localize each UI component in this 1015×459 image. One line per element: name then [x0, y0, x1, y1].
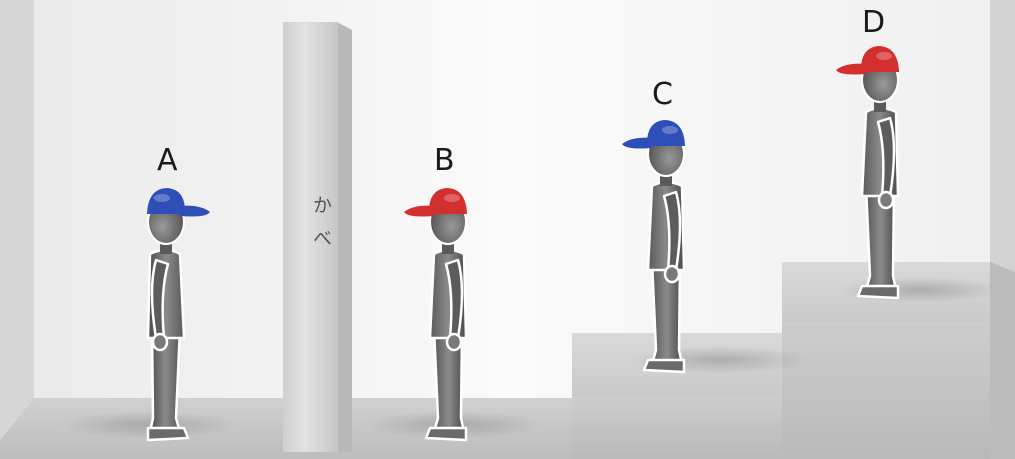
left-side-wall [0, 0, 34, 440]
person-a-shoes [148, 428, 188, 440]
label-c: C [652, 80, 673, 110]
person-d-shoes [858, 286, 898, 298]
person-d-hand [879, 192, 893, 208]
person-b-cap-highlight [444, 194, 460, 202]
step-high-front [782, 322, 990, 459]
pillar-side [337, 22, 352, 452]
label-b: B [434, 146, 455, 176]
person-c-shoes [644, 360, 684, 372]
person-a-hand [153, 334, 167, 350]
person-a-cap-highlight [154, 194, 170, 202]
wall-label: かべ [305, 195, 335, 261]
person-b-shoes [426, 428, 466, 440]
person-c-cap-highlight [662, 126, 678, 134]
person-c-hand [665, 266, 679, 282]
label-d: D [862, 8, 885, 38]
label-a: A [157, 146, 178, 176]
person-d-cap-highlight [876, 52, 892, 60]
person-b-hand [447, 334, 461, 350]
